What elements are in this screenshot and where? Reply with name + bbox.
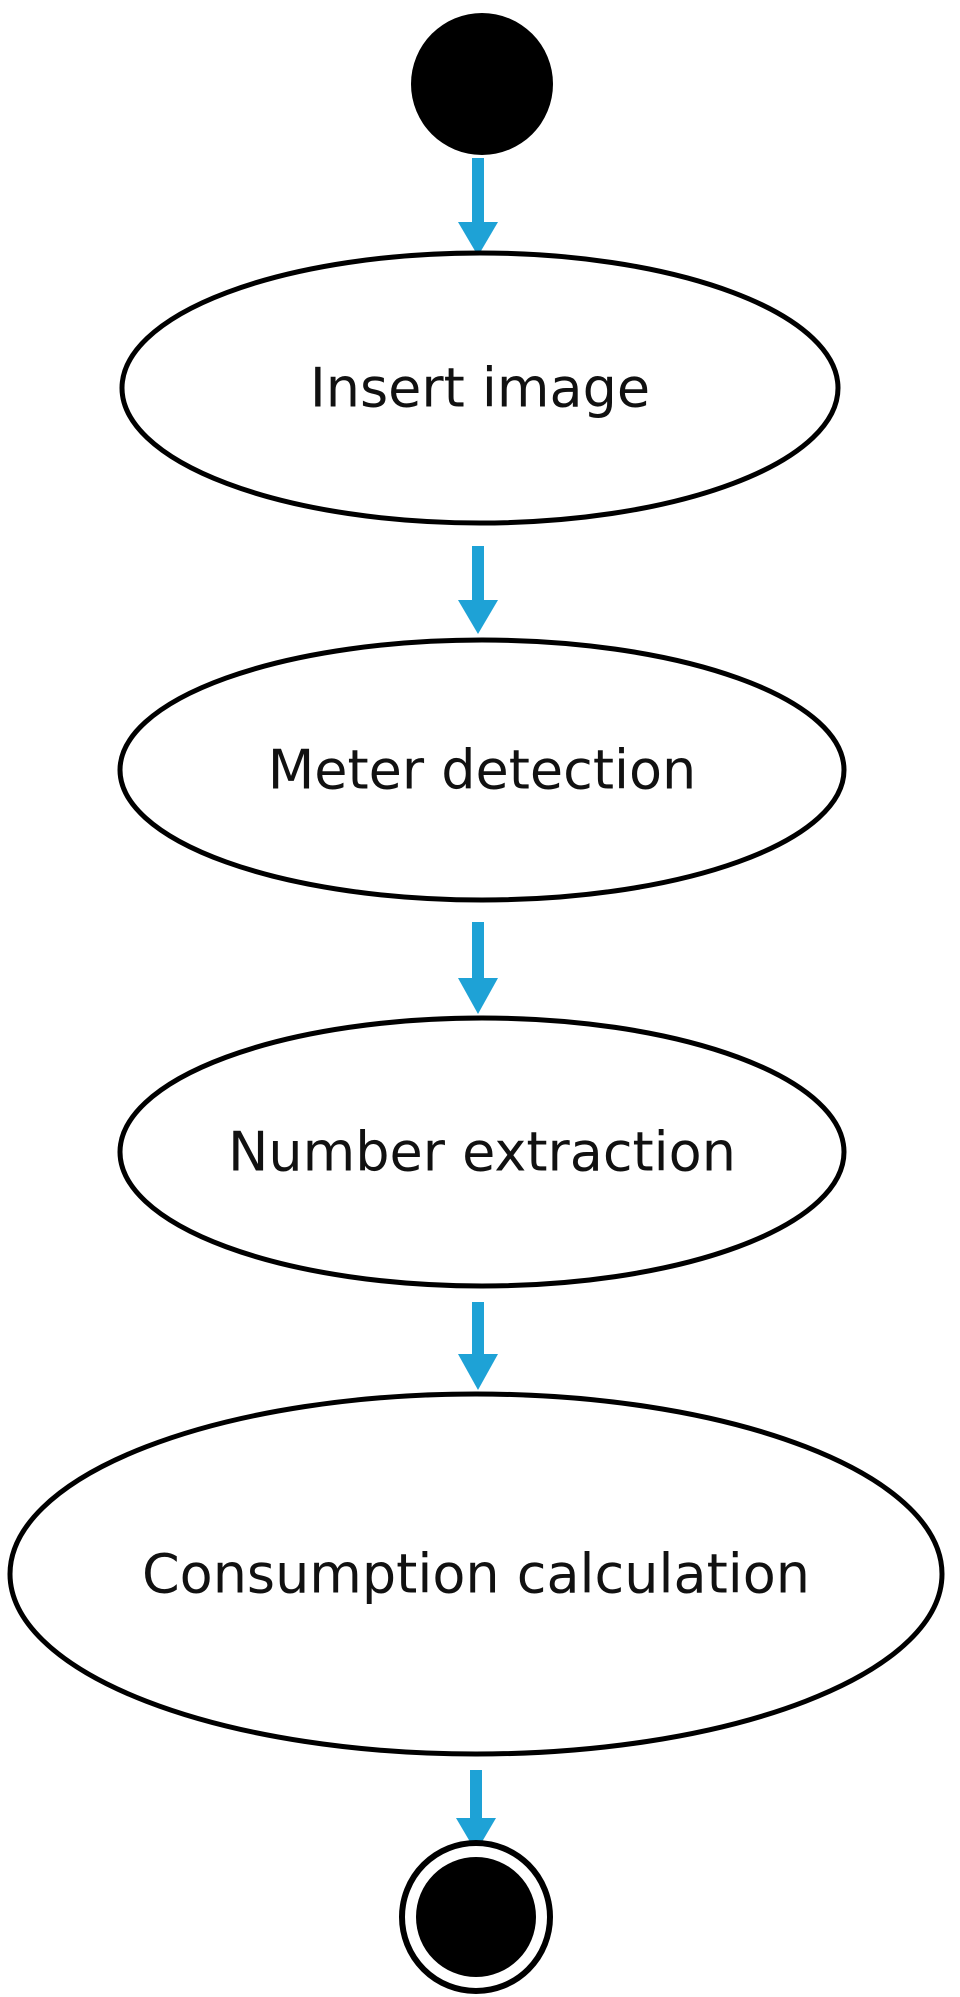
final-node-icon (399, 1840, 553, 1994)
initial-node-icon (411, 13, 553, 155)
step-consumption-calculation-label: Consumption calculation (142, 1543, 810, 1606)
step-insert-image: Insert image (119, 250, 841, 526)
flow-arrow-4 (458, 1302, 498, 1390)
step-meter-detection-label: Meter detection (268, 739, 697, 802)
step-insert-image-label: Insert image (310, 357, 650, 420)
step-meter-detection: Meter detection (117, 637, 847, 903)
step-consumption-calculation: Consumption calculation (7, 1391, 945, 1757)
step-number-extraction-label: Number extraction (228, 1121, 736, 1184)
flow-arrow-3 (458, 922, 498, 1014)
flow-arrow-5 (456, 1770, 496, 1852)
flow-arrow-1 (458, 158, 498, 256)
step-number-extraction: Number extraction (117, 1015, 847, 1289)
flow-arrow-2 (458, 546, 498, 634)
